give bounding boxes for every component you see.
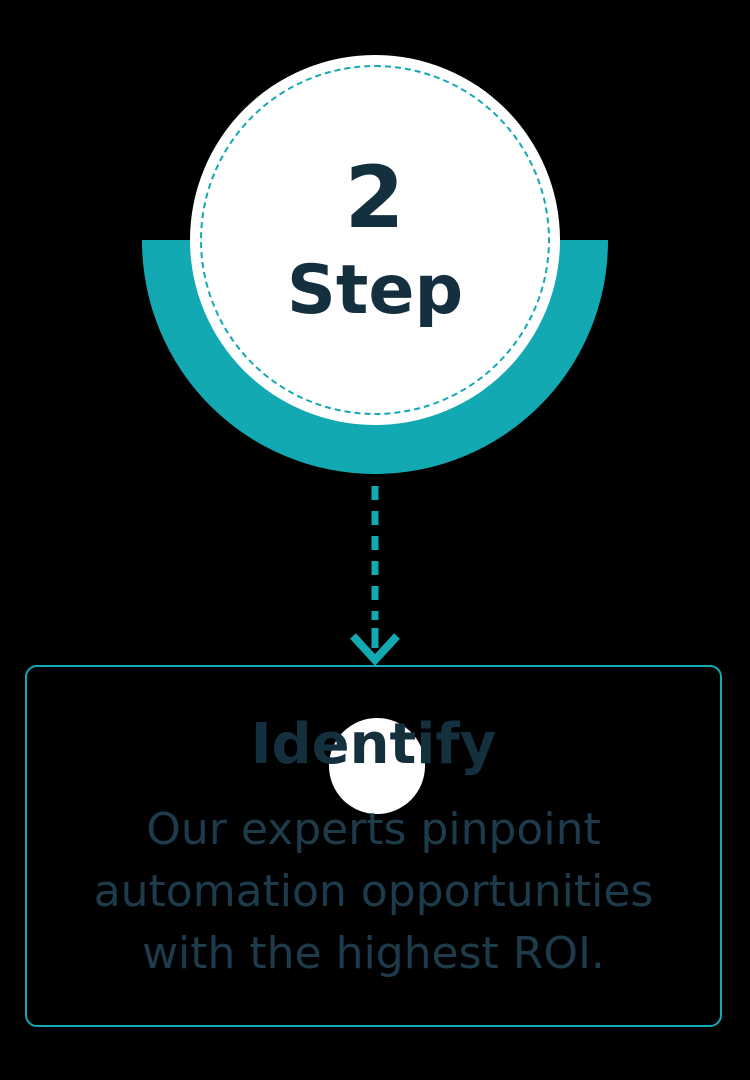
card-description: Our experts pinpoint automation opportun… [27, 799, 720, 985]
card-description-line: automation opportunities [93, 866, 654, 917]
card-description-line: with the highest ROI. [142, 928, 605, 979]
white-highlight-circle [329, 718, 425, 814]
step-number: 2 [344, 148, 406, 248]
step-badge-text: 2 Step [287, 155, 463, 325]
step-label: Step [286, 251, 464, 330]
dashed-down-arrow-icon [350, 486, 400, 666]
step-card: Identify Our experts pinpoint automation… [25, 665, 722, 1027]
card-description-line: Our experts pinpoint [146, 804, 601, 855]
step-badge-circle: 2 Step [190, 55, 560, 425]
dashed-ring [200, 65, 550, 415]
card-title: Identify [250, 712, 497, 777]
